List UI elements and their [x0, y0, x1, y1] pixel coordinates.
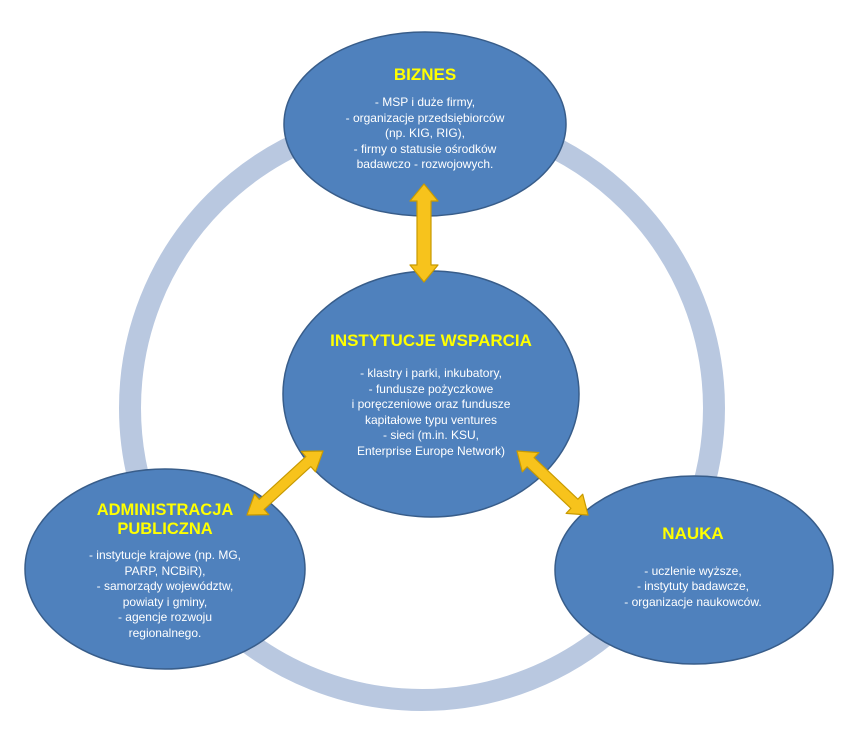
node-item: PARP, NCBiR), — [124, 563, 206, 578]
admin-ellipse — [24, 468, 306, 670]
node-item: - klastry i parki, inkubatory, — [360, 366, 502, 381]
node-items: - MSP i duże firmy, - organizacje przeds… — [346, 95, 505, 173]
node-item: - samorządy województw, — [96, 579, 234, 594]
arrow-wsparcia-nauka — [516, 450, 589, 516]
arrow-biznes-wsparcia — [409, 183, 439, 283]
node-item: - agencje rozwoju — [117, 610, 213, 625]
node-title: BIZNES — [393, 65, 457, 85]
node-items: - instytucje krajowe (np. MG, PARP, NCBi… — [89, 548, 241, 641]
node-items: - klastry i parki, inkubatory, - fundusz… — [352, 366, 511, 459]
node-title: ADMINISTRACJA PUBLICZNA — [97, 501, 234, 539]
node-title: INSTYTUCJE WSPARCIA — [330, 330, 532, 350]
node-item: - instytuty badawcze, — [636, 579, 750, 594]
arrow-wsparcia-admin — [246, 450, 324, 516]
node-item: - fundusze pożyczkowe — [368, 381, 494, 396]
node-item: powiaty i gminy, — [122, 594, 208, 609]
node-item: Enterprise Europe Network) — [356, 443, 506, 458]
node-item: - firmy o statusie ośrodków — [353, 141, 497, 156]
node-item: i poręczeniowe oraz fundusze — [351, 397, 511, 412]
node-items: - uczlenie wyższe, - instytuty badawcze,… — [624, 564, 761, 611]
node-biznes: BIZNES - MSP i duże firmy, - organizacje… — [290, 60, 560, 178]
node-item: - organizacje przedsiębiorców — [345, 110, 505, 125]
node-item: - organizacje naukowców. — [624, 594, 762, 609]
node-item: kapitałowe typu ventures — [364, 412, 498, 427]
node-item: - MSP i duże firmy, — [374, 95, 476, 110]
node-item: - instytucje krajowe (np. MG, — [88, 548, 242, 563]
node-item: (np. KIG, RIG), — [384, 126, 465, 141]
node-title: NAUKA — [662, 523, 724, 543]
node-instytucje-wsparcia: INSTYTUCJE WSPARCIA - klastry i parki, i… — [283, 330, 579, 460]
node-nauka: NAUKA - uczlenie wyższe, - instytuty bad… — [555, 522, 831, 612]
nauka-ellipse — [554, 475, 834, 665]
node-item: - sieci (m.in. KSU, — [382, 428, 479, 443]
node-title-line: PUBLICZNA — [117, 519, 213, 538]
node-administracja-publiczna: ADMINISTRACJA PUBLICZNA - instytucje kra… — [42, 496, 288, 646]
node-item: - uczlenie wyższe, — [644, 563, 742, 578]
node-item: badawczo - rozwojowych. — [356, 157, 494, 172]
node-title-line: ADMINISTRACJA — [96, 500, 234, 519]
node-item: regionalnego. — [128, 625, 202, 640]
